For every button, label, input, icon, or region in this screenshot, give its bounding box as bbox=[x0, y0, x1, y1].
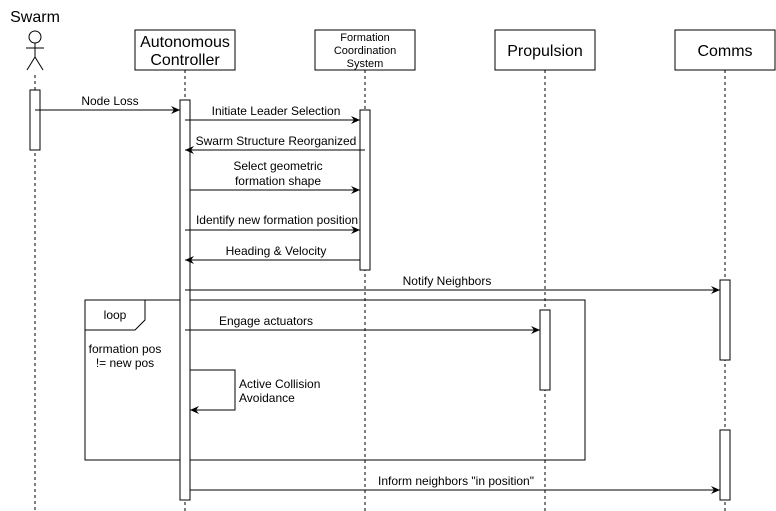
participant-box bbox=[314, 29, 416, 71]
participant-comms: Comms bbox=[674, 29, 776, 71]
activation-controller bbox=[179, 99, 191, 501]
message-label: Node Loss bbox=[81, 94, 138, 108]
loop-condition-line: != new pos bbox=[96, 356, 154, 370]
actor-head bbox=[28, 30, 42, 44]
activation-propulsion bbox=[539, 309, 551, 391]
actor-label: Swarm bbox=[10, 9, 60, 26]
message-label-line: Avoidance bbox=[239, 391, 295, 405]
activations bbox=[29, 89, 731, 501]
participant-box bbox=[494, 29, 596, 71]
message-select-formation-shape: Select geometric formation shape bbox=[190, 159, 360, 194]
message-swarm-structure-reorganized: Swarm Structure Reorganized bbox=[185, 134, 365, 154]
message-inform-in-position: Inform neighbors "in position" bbox=[190, 474, 720, 494]
message-label-line: Active Collision bbox=[239, 377, 320, 391]
message-label: Swarm Structure Reorganized bbox=[196, 134, 357, 148]
participant-formation: Formation Coordination System bbox=[314, 29, 416, 71]
participant-controller: Autonomous Controller bbox=[134, 29, 236, 71]
message-label: Inform neighbors "in position" bbox=[378, 474, 534, 488]
participant-label-line: Controller bbox=[150, 52, 220, 69]
message-label: Notify Neighbors bbox=[403, 274, 492, 288]
activation-comms-1 bbox=[719, 279, 731, 361]
participant-label-line: Comms bbox=[697, 43, 752, 60]
participant-label-line: Autonomous bbox=[140, 34, 230, 51]
loop-fragment: loop formation pos != new pos bbox=[84, 299, 586, 461]
message-initiate-leader-selection: Initiate Leader Selection bbox=[185, 104, 360, 124]
participant-label-line: Coordination bbox=[334, 45, 396, 57]
message-heading-velocity: Heading & Velocity bbox=[185, 244, 360, 264]
actor-right-leg bbox=[34, 56, 44, 71]
loop-condition-line: formation pos bbox=[89, 342, 162, 356]
participant-propulsion: Propulsion bbox=[494, 29, 596, 71]
message-engage-actuators: Engage actuators bbox=[185, 314, 540, 334]
message-label-line: formation shape bbox=[235, 174, 321, 188]
message-notify-neighbors: Notify Neighbors bbox=[185, 274, 720, 294]
participant-label-line: Propulsion bbox=[507, 43, 583, 60]
message-arrow bbox=[190, 369, 236, 414]
participant-label-line: System bbox=[347, 58, 384, 70]
loop-frame bbox=[84, 299, 586, 461]
message-label: Engage actuators bbox=[219, 314, 313, 328]
activation-swarm bbox=[29, 89, 41, 151]
participant-box bbox=[674, 29, 776, 71]
message-label: Identify new formation position bbox=[196, 213, 358, 227]
loop-tab bbox=[84, 299, 146, 331]
participant-label-line: Formation bbox=[340, 32, 390, 44]
message-node-loss: Node Loss bbox=[35, 94, 180, 114]
loop-label: loop bbox=[104, 308, 127, 322]
message-label: Initiate Leader Selection bbox=[212, 104, 341, 118]
participant-box bbox=[134, 29, 236, 71]
activation-formation bbox=[359, 109, 371, 271]
actor-swarm: Swarm bbox=[10, 9, 60, 71]
message-identify-new-position: Identify new formation position bbox=[185, 213, 360, 234]
message-label: Heading & Velocity bbox=[226, 244, 327, 258]
message-collision-avoidance: Active Collision Avoidance bbox=[190, 369, 320, 414]
message-label-line: Select geometric bbox=[233, 159, 322, 173]
actor-left-leg bbox=[26, 56, 36, 71]
activation-comms-2 bbox=[719, 429, 731, 501]
